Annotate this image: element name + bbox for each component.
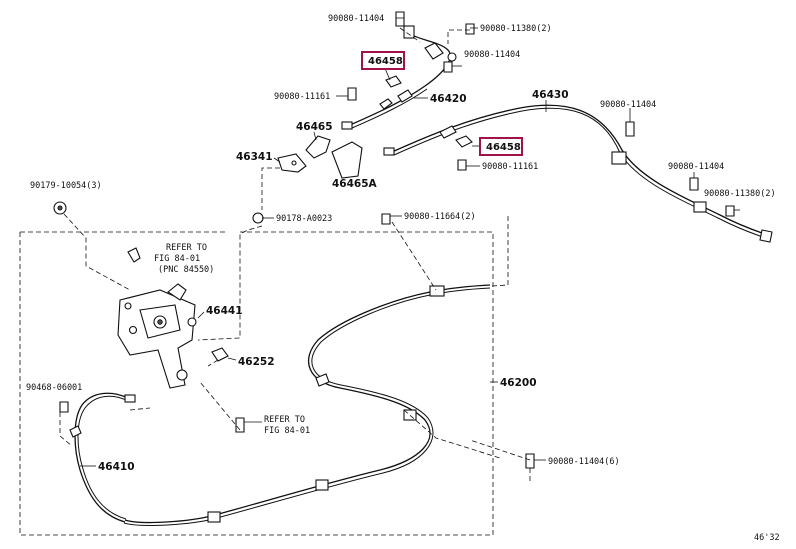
label-46465: 46465 — [296, 121, 333, 133]
label-90178-A0023: 90178-A0023 — [276, 214, 332, 224]
bolt-90080-11161-a — [347, 87, 357, 101]
cable-46200-equalizer-end — [429, 285, 445, 297]
label-90080-11161-b: 90080-11161 — [482, 162, 538, 172]
bolt-90080-11161-b — [457, 159, 467, 171]
bolt-90080-11404-right — [625, 121, 635, 137]
refer-fig-84-01-upper-line1[interactable]: REFER TO — [166, 243, 207, 253]
cable-46430 — [391, 104, 771, 237]
parking-brake-lever-assembly — [117, 247, 196, 389]
figure-code: 46'32 — [754, 533, 780, 543]
label-46252: 46252 — [238, 356, 275, 368]
bolt-90080-11664 — [381, 213, 391, 225]
bolt-90080-11380-top — [465, 23, 475, 35]
label-46200: 46200 — [500, 377, 537, 389]
bolt-90080-11404-top — [395, 11, 405, 27]
grommet-46465A — [331, 141, 363, 179]
label-90080-11404-top: 90080-11404 — [328, 14, 384, 24]
refer-fig-84-01-upper-line3: (PNC 84550) — [158, 265, 214, 275]
label-46441: 46441 — [206, 305, 243, 317]
refer-fig-84-01-lower-line1[interactable]: REFER TO — [264, 415, 305, 425]
part-46441 — [187, 317, 197, 327]
refer-fig-84-01-upper-line2[interactable]: FIG 84-01 — [154, 254, 200, 264]
label-90080-11161-a: 90080-11161 — [274, 92, 330, 102]
highlight-box-46458-upper[interactable] — [361, 51, 405, 70]
cable-46410-end — [124, 394, 136, 403]
label-46410: 46410 — [98, 461, 135, 473]
clip-46458-lower — [455, 135, 473, 148]
clip-90468-06001 — [59, 401, 69, 413]
cable-46420-upper-fitting — [403, 25, 415, 39]
label-90080-11380-top: 90080-11380(2) — [480, 24, 552, 34]
label-90080-11404-6: 90080-11404(6) — [548, 457, 620, 467]
refer-fig-84-01-lower-line2[interactable]: FIG 84-01 — [264, 426, 310, 436]
cable-46430-end-fitting — [383, 147, 395, 156]
label-90080-11404-r2: 90080-11404 — [668, 162, 724, 172]
grommet-46465 — [305, 135, 331, 159]
label-46430: 46430 — [532, 89, 569, 101]
label-46341: 46341 — [236, 151, 273, 163]
label-90179-10054: 90179-10054(3) — [30, 181, 102, 191]
cable-46200 — [124, 284, 491, 524]
label-46465A: 46465A — [332, 178, 378, 190]
nut-90178-A0023 — [252, 212, 264, 224]
highlight-box-46458-lower[interactable] — [479, 137, 523, 156]
cable-46420-clip — [397, 89, 413, 103]
highlight-label-46458-upper[interactable]: 46458 — [368, 56, 403, 67]
label-90080-11664: 90080-11664(2) — [404, 212, 476, 222]
label-90080-11380-r: 90080-11380(2) — [704, 189, 776, 199]
clip-46458-upper — [385, 75, 402, 88]
label-90468-06001: 90468-06001 — [26, 383, 82, 393]
cable-46420 — [349, 33, 451, 126]
cable-46410 — [74, 392, 129, 523]
cable-46430-clamp-2 — [693, 201, 707, 213]
cable-46430-clamp — [611, 151, 627, 165]
highlight-label-46458-lower[interactable]: 46458 — [486, 142, 521, 153]
assembly-boundary-frame — [19, 231, 494, 536]
bolt-refer-fig-84-01 — [235, 417, 245, 433]
lever-bolt-upper — [127, 247, 141, 263]
cable-46420-end-fitting — [341, 121, 353, 130]
bolt-90080-11404-6 — [525, 453, 535, 469]
label-90080-11404-right: 90080-11404 — [600, 100, 656, 110]
label-90080-11404-mid: 90080-11404 — [464, 50, 520, 60]
clip-46252 — [211, 347, 229, 362]
label-46420: 46420 — [430, 93, 467, 105]
bolt-90080-11404-r2 — [689, 177, 699, 191]
